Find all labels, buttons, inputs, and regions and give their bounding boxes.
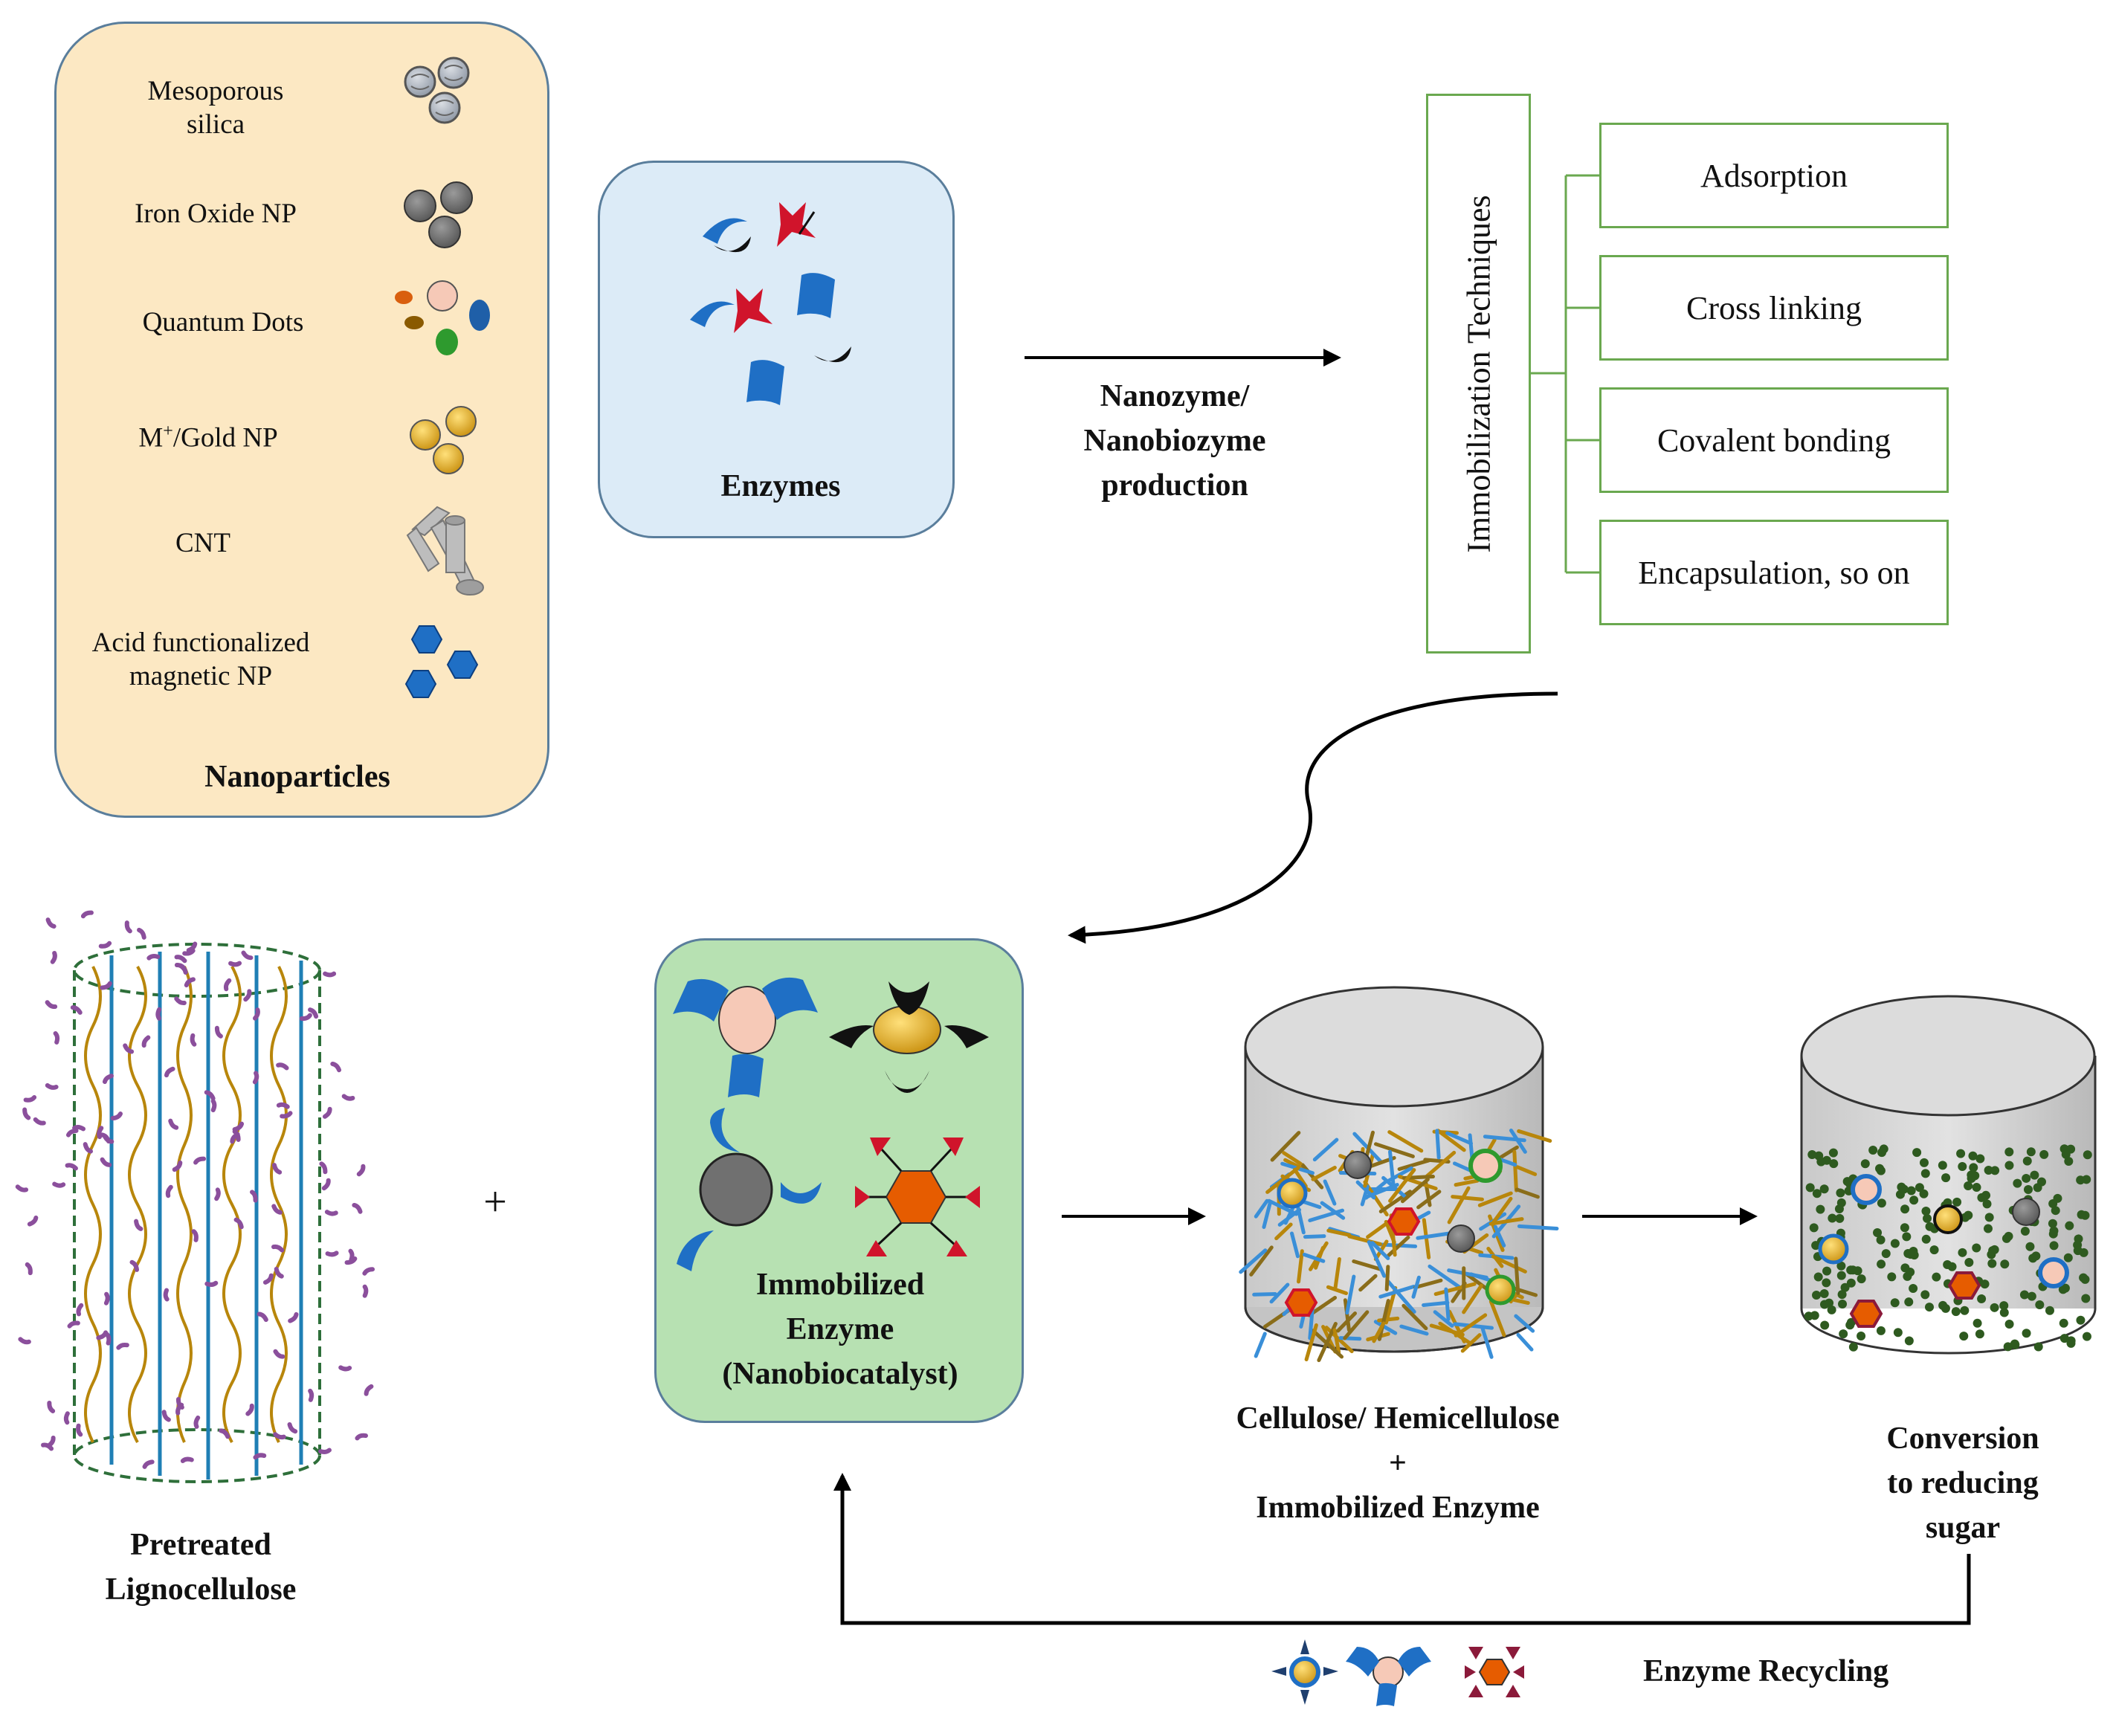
free-enzymes-icon	[690, 202, 851, 405]
np-label-gold-np: M+/Gold NP	[138, 422, 278, 454]
technique-encapsulation: Encapsulation, so on	[1599, 520, 1949, 625]
mesoporous-silica-icon	[404, 57, 470, 124]
immobilized-enzyme-label: Immobilized Enzyme (Nanobiocatalyst)	[722, 1268, 958, 1391]
plus-sign: +	[483, 1179, 507, 1225]
iron-oxide-np-icon	[404, 181, 473, 248]
reactor-cellulose-icon	[1239, 986, 1559, 1363]
production-label: Nanozyme/ Nanobiozyme production	[1083, 379, 1266, 503]
enzymes-title: Enzymes	[720, 469, 841, 503]
recycling-arrow	[833, 1473, 1971, 1625]
cnt-icon	[406, 506, 484, 596]
gold-np-icon	[410, 406, 477, 474]
reactor1-label: Cellulose/ Hemicellulose + Immobilized E…	[1236, 1401, 1560, 1525]
enzyme-recycling-label: Enzyme Recycling	[1643, 1654, 1889, 1688]
np-label-cnt: CNT	[175, 528, 230, 558]
magnetic-np-icon	[404, 625, 479, 698]
curved-arrow	[1068, 691, 1558, 944]
lignocellulose-bundle-icon	[15, 910, 375, 1483]
immobilization-techniques-title: Immobilization Techniques	[1460, 194, 1497, 553]
immobilized-enzyme-icons	[673, 977, 989, 1271]
lignocellulose-label: Pretreated Lignocellulose	[105, 1528, 297, 1607]
reactor-sugar-icon	[1800, 995, 2097, 1355]
technique-covalent-bonding: Covalent bonding	[1599, 387, 1949, 493]
technique-adsorption: Adsorption	[1599, 123, 1949, 228]
np-label-magnetic-np: Acid functionalized magnetic NP	[91, 627, 310, 691]
enzymes-panel	[598, 161, 955, 538]
quantum-dots-icon	[395, 280, 490, 355]
nanoparticles-title: Nanoparticles	[204, 760, 390, 794]
np-label-mesoporous-silica: Mesoporous silica	[147, 76, 284, 140]
np-label-iron-oxide: Iron Oxide NP	[135, 199, 297, 229]
np-label-quantum-dots: Quantum Dots	[142, 307, 304, 338]
technique-cross-linking: Cross linking	[1599, 255, 1949, 361]
immobilization-techniques-title-box: Immobilization Techniques	[1426, 94, 1531, 654]
recycled-enzymes-icon	[1271, 1639, 1524, 1706]
reactor2-label: Conversion to reducing sugar	[1886, 1422, 2039, 1545]
technique-connectors	[1531, 174, 1599, 574]
